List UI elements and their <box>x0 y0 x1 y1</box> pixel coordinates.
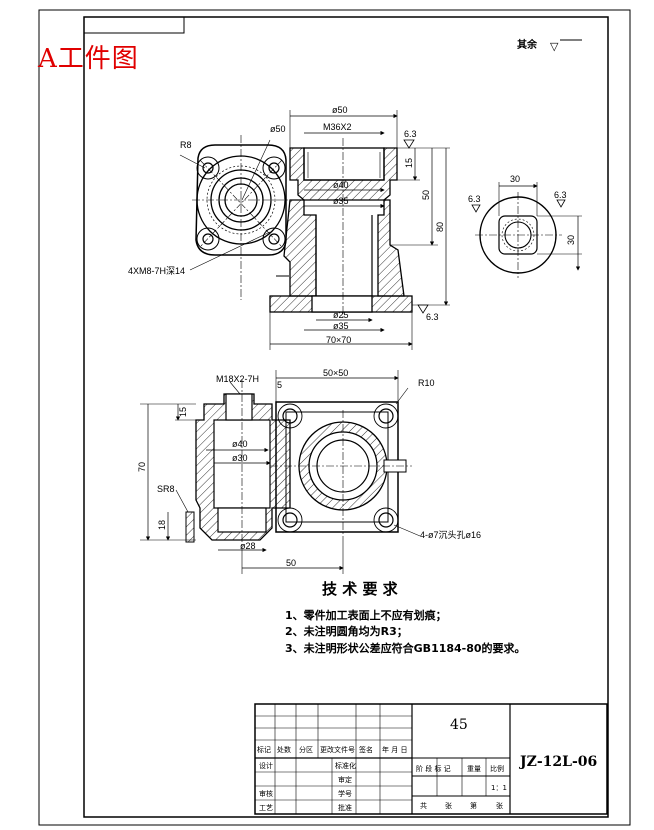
dim-phi35-top: ø35 <box>333 196 349 206</box>
requirement-item-1: 1、零件加工表面上不应有划痕； <box>285 608 447 622</box>
label-student-no: 学号 <box>338 789 352 798</box>
scale-value: 1：1 <box>491 784 507 792</box>
sheet-total: 共 <box>420 801 427 810</box>
dim-70x70: 70×70 <box>326 335 351 345</box>
weight-header: 重量 <box>467 765 481 773</box>
roughness-icon: ▽ <box>550 40 559 53</box>
dim-h50: 50 <box>421 190 431 200</box>
header-zone: 分区 <box>299 745 313 754</box>
dim-r10: R10 <box>418 378 435 388</box>
roughness-6-3-c: 6.3 <box>468 194 481 204</box>
dim-threads: 4XM8-7H深14 <box>128 266 185 276</box>
dim-d5: 5 <box>277 380 282 390</box>
top-section-view <box>269 110 450 350</box>
dim-phi25: ø25 <box>333 310 349 320</box>
corner-box <box>83 16 185 34</box>
label-approval: 批准 <box>338 803 352 812</box>
roughness-note: 其余 <box>517 38 538 51</box>
dim-phi30: ø30 <box>232 453 248 463</box>
dim-holes: 4-ø7沉头孔ø16 <box>420 530 481 540</box>
row-process: 工艺 <box>259 804 273 812</box>
title-block <box>254 703 608 815</box>
roughness-6-3-b: 6.3 <box>426 312 439 322</box>
dim-h30-side: 30 <box>566 235 576 245</box>
dim-phi50-left: ø50 <box>270 124 286 134</box>
label-approve-set: 审定 <box>338 775 352 784</box>
dim-w50: 50 <box>286 558 296 568</box>
sheet-current: 第 <box>470 801 477 810</box>
dim-phi50-top: ø50 <box>332 105 348 115</box>
dim-phi40: ø40 <box>333 180 349 190</box>
ratio-header: 比例 <box>490 764 504 773</box>
header-mark: 标记 <box>257 745 271 754</box>
bottom-view <box>140 370 421 574</box>
dim-phi35-bottom: ø35 <box>333 321 349 331</box>
dim-h15: 15 <box>404 158 414 168</box>
dim-sr8: SR8 <box>157 484 175 494</box>
material-value: 45 <box>450 717 468 733</box>
dim-phi28: ø28 <box>240 541 256 551</box>
dim-h80: 80 <box>435 222 445 232</box>
dim-50x50: 50×50 <box>323 368 348 378</box>
header-count: 处数 <box>277 745 291 754</box>
dim-w30: 30 <box>510 174 520 184</box>
outer-frame <box>38 9 631 826</box>
requirements-title: 技 术 要 求 <box>322 580 399 598</box>
sheet-current-unit: 张 <box>496 801 503 810</box>
sheet-total-unit: 张 <box>445 801 452 810</box>
dim-h15-bottom: 15 <box>178 407 188 417</box>
row-review: 审核 <box>259 789 273 798</box>
requirement-item-2: 2、未注明圆角均为R3； <box>285 624 408 638</box>
header-change-doc: 更改文件号 <box>320 745 355 754</box>
stage-mark-header: 阶 段 标 记 <box>416 764 451 773</box>
requirement-item-3: 3、未注明形状公差应符合GB1184-80的要求。 <box>285 641 526 655</box>
top-plan-view <box>179 135 292 300</box>
dim-phi40-bottom: ø40 <box>232 439 248 449</box>
label-standard: 标准化 <box>335 761 356 770</box>
dim-h18: 18 <box>157 520 167 530</box>
header-date: 年 月 日 <box>382 745 407 754</box>
inner-frame <box>83 16 609 818</box>
corner-label: A工件图 <box>38 44 139 74</box>
header-sign: 签名 <box>359 745 373 754</box>
dim-r8: R8 <box>180 140 192 150</box>
dim-m18: M18X2-7H <box>216 374 259 384</box>
drawing-number: JZ-12L-06 <box>518 754 597 770</box>
side-view <box>471 182 582 278</box>
dim-h70: 70 <box>137 462 147 472</box>
row-design: 设计 <box>259 761 273 770</box>
roughness-6-3-a: 6.3 <box>404 129 417 139</box>
roughness-6-3-d: 6.3 <box>554 190 567 200</box>
dim-m36: M36X2 <box>323 122 352 132</box>
